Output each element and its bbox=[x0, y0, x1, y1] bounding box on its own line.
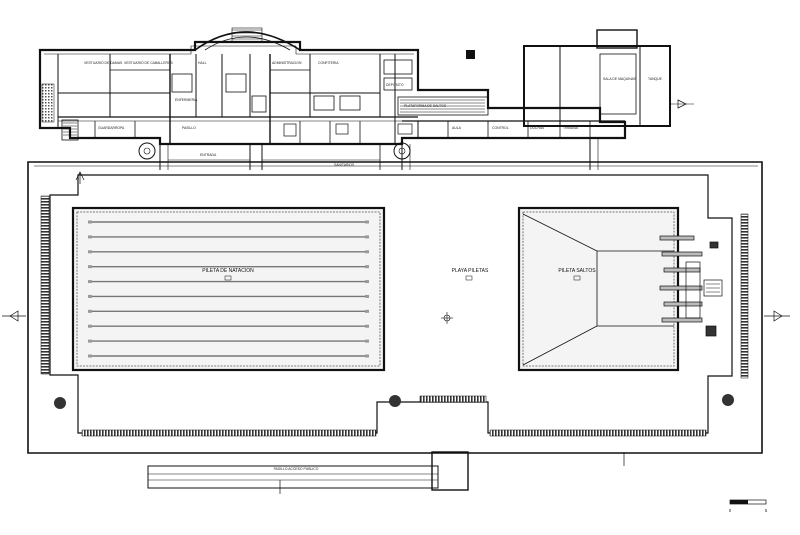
room-labels: VESTUARIO DE DAMAS VESTUARIO DE CABALLER… bbox=[84, 61, 663, 167]
lane-end bbox=[88, 220, 92, 224]
room-label: DUCHAS bbox=[530, 126, 545, 130]
scale-start: 0 bbox=[729, 508, 732, 513]
room-label: VESTUARIO DE CABALLEROS bbox=[124, 61, 174, 65]
room-label: ENFERMERIA bbox=[175, 98, 198, 102]
lane-end bbox=[88, 235, 92, 239]
room-label: VESTUARIO DE DAMAS bbox=[84, 61, 123, 65]
room-label: ENTRADA bbox=[200, 153, 217, 157]
deck-tag bbox=[465, 275, 473, 281]
machine-building bbox=[466, 29, 694, 127]
diving-pool: PILETA SALTOS bbox=[517, 206, 723, 372]
lane-end bbox=[365, 280, 369, 284]
deck-label: PLAYA PILETAS bbox=[452, 268, 489, 274]
pool-lane-lines bbox=[88, 220, 369, 358]
main-building bbox=[38, 27, 627, 170]
lane-end bbox=[365, 354, 369, 358]
lane-end bbox=[88, 265, 92, 269]
lane-end bbox=[365, 235, 369, 239]
access-corridor-label: PASILLO ACCESO PUBLICO bbox=[274, 467, 319, 471]
lane-end bbox=[365, 265, 369, 269]
lane-end bbox=[88, 309, 92, 313]
diving-pool-label: PILETA SALTOS bbox=[558, 268, 596, 274]
lane-end bbox=[88, 280, 92, 284]
room-label: SANITARIOS bbox=[334, 163, 355, 167]
room-label: SALA DE MAQUINAS bbox=[603, 77, 637, 81]
lane-end bbox=[365, 220, 369, 224]
lane-end bbox=[88, 250, 92, 254]
diving-boards bbox=[659, 235, 723, 337]
access-corridor: PASILLO ACCESO PUBLICO bbox=[147, 451, 469, 491]
scale-bar: 0 5 bbox=[729, 499, 768, 513]
room-label: ADMINISTRACION bbox=[272, 61, 302, 65]
lane-end bbox=[88, 339, 92, 343]
room-label: DEPOSITO bbox=[386, 83, 404, 87]
lane-end bbox=[365, 324, 369, 328]
room-label: AULA bbox=[452, 126, 462, 130]
level-marker bbox=[441, 312, 453, 324]
swimming-pool: PILETA DE NATACION bbox=[71, 206, 386, 372]
section-markers bbox=[2, 171, 790, 494]
lane-end bbox=[365, 339, 369, 343]
room-label: CONTROL bbox=[492, 126, 509, 130]
deck-outline bbox=[27, 161, 763, 454]
lane-end bbox=[365, 294, 369, 298]
lane-end bbox=[88, 324, 92, 328]
lane-end bbox=[88, 354, 92, 358]
swimming-pool-label: PILETA DE NATACION bbox=[202, 268, 254, 274]
room-label: PASILLO bbox=[182, 126, 196, 130]
room-label: GUARDARROPA bbox=[98, 126, 125, 130]
lane-end bbox=[88, 294, 92, 298]
room-label: TANQUE bbox=[648, 77, 663, 81]
lane-end bbox=[365, 309, 369, 313]
lane-end bbox=[365, 250, 369, 254]
room-label: HALL bbox=[198, 61, 207, 65]
room-label: CONFITERIA bbox=[318, 61, 339, 65]
room-label: TRIBUNA bbox=[563, 126, 579, 130]
room-label: PLATAFORMA DE SALTOS bbox=[404, 104, 447, 108]
scale-end: 5 bbox=[765, 508, 768, 513]
